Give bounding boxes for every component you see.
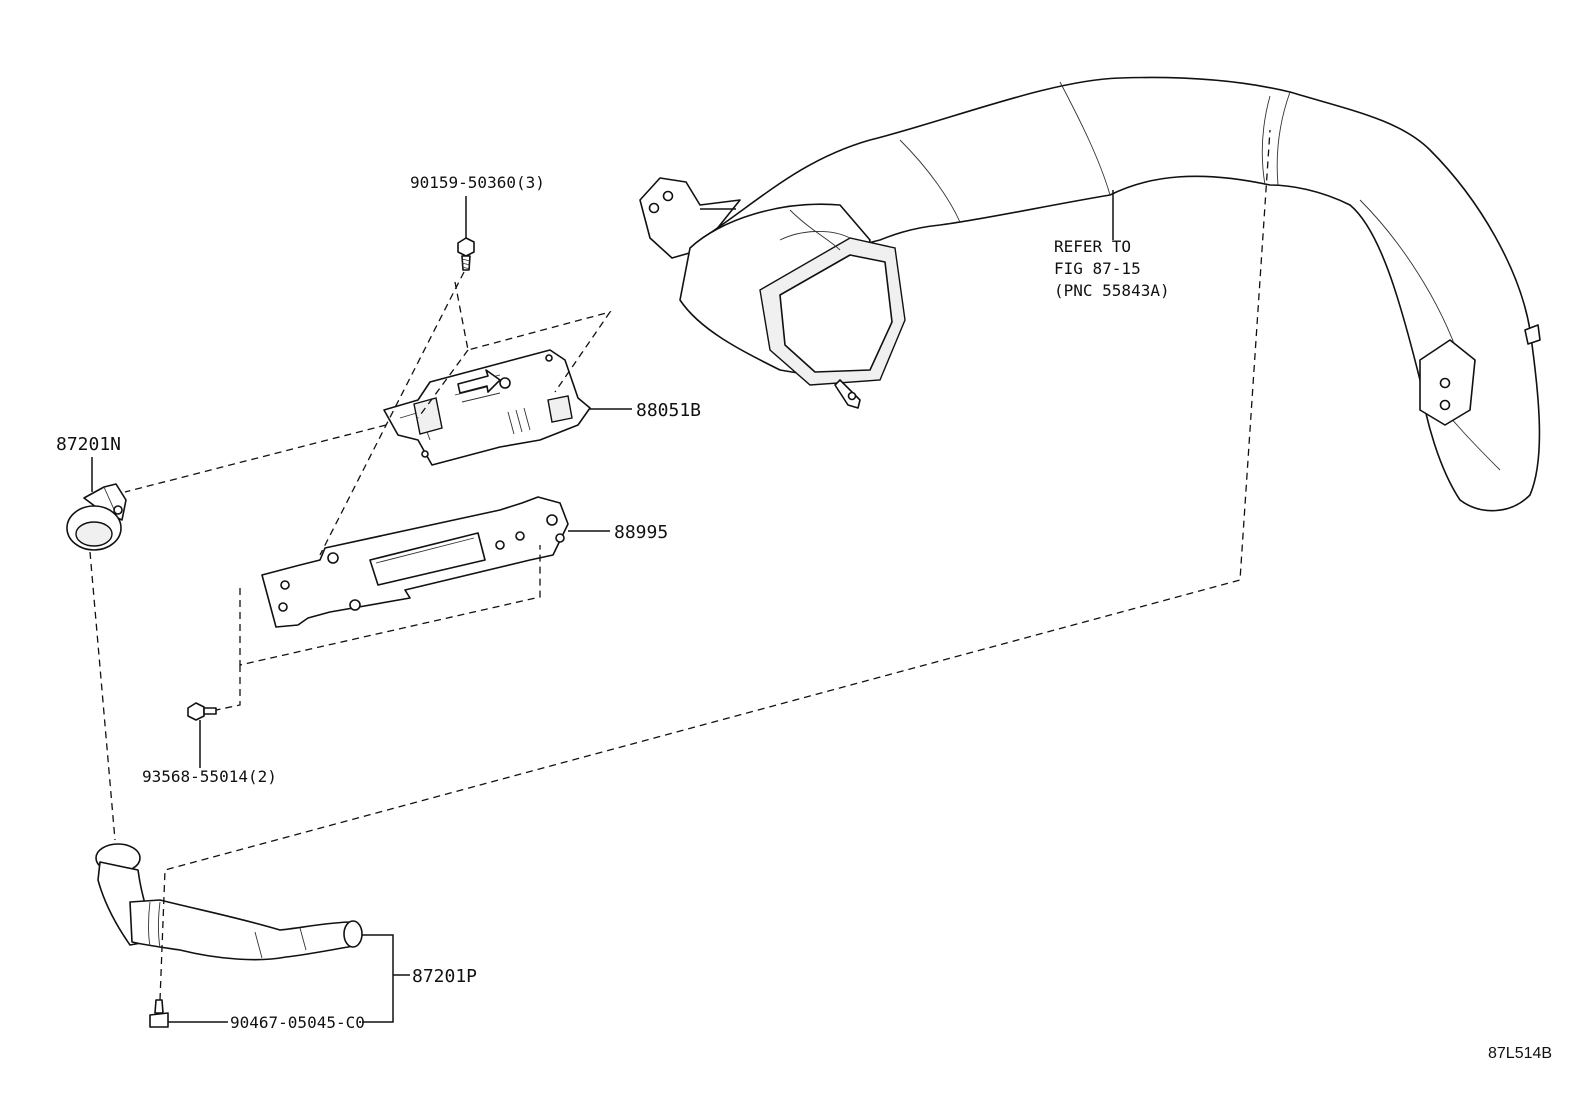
- screw-93568: [187, 702, 217, 721]
- bolt-90159: [457, 237, 475, 271]
- label-screw-93568: 93568-55014(2): [142, 767, 277, 786]
- refer-note-line2: FIG 87-15: [1054, 259, 1141, 278]
- label-bolt-90159: 90159-50360(3): [410, 173, 545, 192]
- label-clip-90467: 90467-05045-C0: [230, 1013, 365, 1032]
- label-grommet-87201n: 87201N: [56, 434, 121, 455]
- bracket-88995: [261, 496, 569, 628]
- grommet-87201n: [66, 483, 127, 551]
- label-duct-87201p: 87201P: [412, 966, 477, 987]
- refer-note-line1: REFER TO: [1054, 237, 1131, 256]
- diagram-code: 87L514B: [1488, 1045, 1552, 1062]
- label-bracket-88995: 88995: [614, 522, 668, 543]
- clip-90467: [149, 999, 169, 1028]
- refer-note-line3: (PNC 55843A): [1054, 281, 1170, 300]
- assembly-lines: [89, 129, 1271, 1001]
- air-duct-assembly: [639, 76, 1541, 512]
- module-88051b: [383, 349, 591, 466]
- duct-87201p: [95, 843, 363, 961]
- label-module-88051b: 88051B: [636, 400, 701, 421]
